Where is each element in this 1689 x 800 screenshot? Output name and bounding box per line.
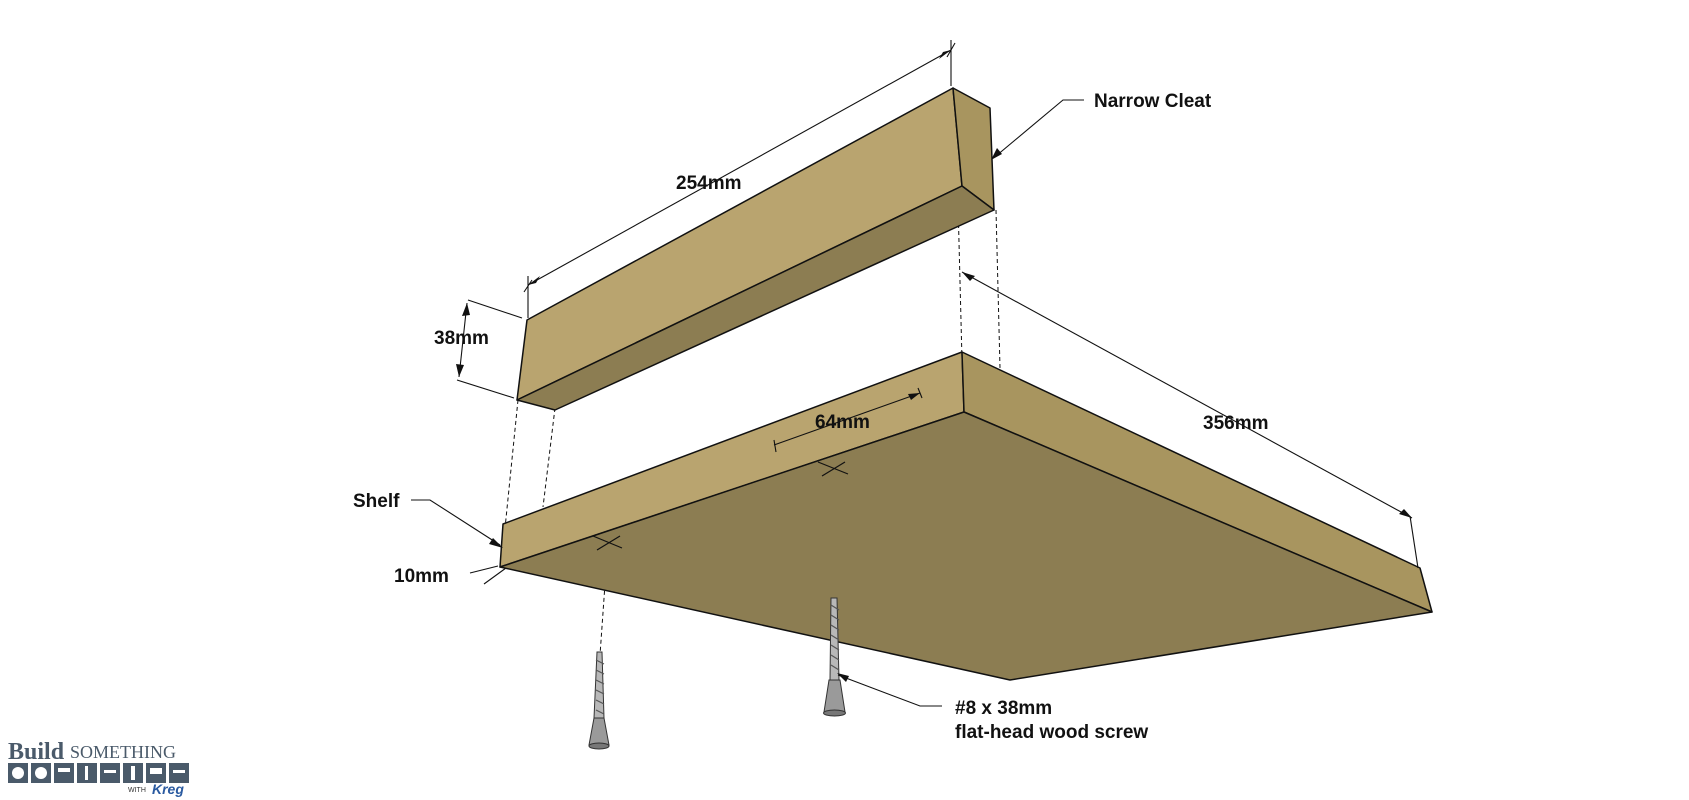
narrow-cleat bbox=[516, 87, 995, 411]
shelf-depth-label: 356mm bbox=[1203, 413, 1269, 434]
edge-offset-label: 10mm bbox=[394, 566, 449, 587]
shelf-board bbox=[499, 351, 1433, 681]
screw-left bbox=[588, 651, 610, 750]
cleat-bottom-face bbox=[516, 185, 995, 411]
shelf-label: Shelf bbox=[353, 491, 400, 512]
shelf-bottom-face bbox=[499, 411, 1433, 681]
narrow-cleat-label: Narrow Cleat bbox=[1094, 91, 1212, 112]
screw-marks bbox=[592, 461, 849, 551]
screw-spacing-label: 64mm bbox=[815, 412, 870, 433]
screw-spec-line2: flat-head wood screw bbox=[955, 722, 1148, 743]
buildsomething-logo: Build SOMETHING WITH Kreg bbox=[8, 739, 189, 797]
cleat-length-label: 254mm bbox=[676, 173, 742, 194]
cleat-height-label: 38mm bbox=[434, 328, 489, 349]
leader-lines bbox=[411, 99, 1084, 707]
logo-kreg-text: Kreg bbox=[152, 781, 184, 797]
logo-with-text: WITH bbox=[128, 787, 146, 794]
logo-build-text: Build bbox=[8, 739, 65, 765]
logo-tool-icons bbox=[8, 763, 189, 783]
screw-spec-line1: #8 x 38mm bbox=[955, 698, 1052, 719]
logo-something-text: SOMETHING bbox=[70, 742, 176, 762]
screw-center bbox=[823, 597, 846, 717]
